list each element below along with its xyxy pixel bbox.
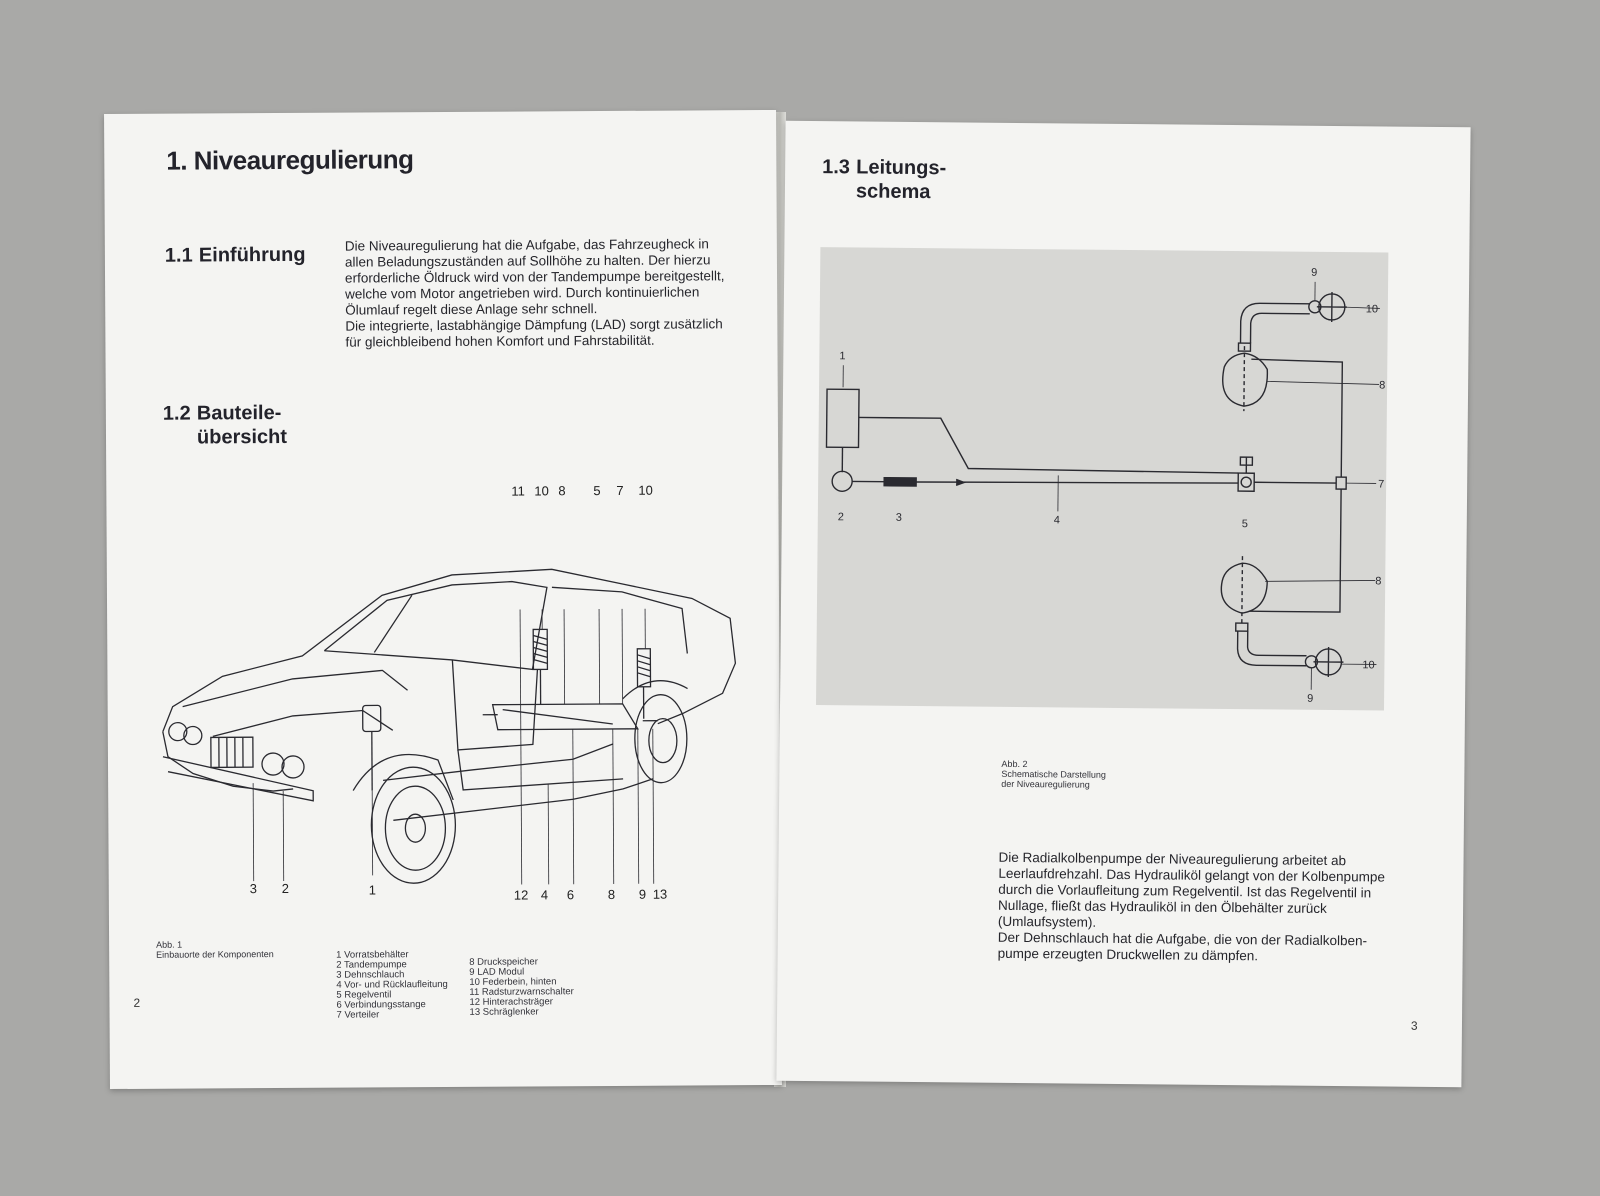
callout-number: 5 xyxy=(593,483,601,499)
body-paragraph: Die Radialkolbenpumpe der Niveauregulier… xyxy=(997,849,1385,930)
schema-label: 9 xyxy=(1307,693,1313,705)
schema-label: 8 xyxy=(1379,379,1385,391)
schema-label: 5 xyxy=(1242,518,1248,530)
section-number: 1.3 xyxy=(822,156,851,179)
car-illustration xyxy=(162,568,737,885)
section-title: Einführung xyxy=(198,243,306,267)
callout-number: 6 xyxy=(566,887,575,903)
figure-caption-text: Einbauorte der Komponenten xyxy=(156,949,274,960)
callout-number: 2 xyxy=(281,880,290,896)
schema-label: 8 xyxy=(1375,575,1381,587)
car-callouts: 11 10 8 5 7 10 3 2 1 12 4 6 8 9 13 xyxy=(104,110,776,903)
schema-label: 2 xyxy=(838,511,844,523)
callout-number: 8 xyxy=(607,886,616,902)
schema-svg: 1 2 3 4 5 7 8 8 9 9 10 10 xyxy=(825,267,1385,705)
schema-label: 4 xyxy=(1054,514,1060,526)
schema-label: 7 xyxy=(1378,478,1384,490)
callout-number: 12 xyxy=(513,887,529,903)
section-title-line2: übersicht xyxy=(196,425,288,449)
figure-caption: Abb. 1 Einbauorte der Komponenten xyxy=(156,939,274,960)
callout-number: 3 xyxy=(249,881,258,897)
page-title: 1. Niveauregulierung xyxy=(166,144,414,176)
section-title-line1: Leitungs- xyxy=(856,156,947,180)
legend-item: 13 Schräglenker xyxy=(469,1006,539,1018)
figure-label: Abb. 1 xyxy=(156,939,183,950)
callout-number: 11 xyxy=(511,483,525,499)
callout-number: 9 xyxy=(638,886,647,902)
intro-paragraph-2: Die integrierte, lastabhängige Dämpfung … xyxy=(345,316,723,350)
schema-label: 9 xyxy=(1311,267,1317,279)
page-number: 3 xyxy=(1410,1018,1418,1033)
callout-number: 13 xyxy=(652,886,668,902)
callout-number: 8 xyxy=(558,483,566,499)
body-text: Die Radialkolbenpumpe der Niveauregulier… xyxy=(998,850,1399,966)
schema-label: 3 xyxy=(896,512,902,524)
section-title-line1: Bauteile- xyxy=(196,401,282,425)
legend-column-right: 8 Druckspeicher 9 LAD Modul 10 Federbein… xyxy=(469,956,574,1018)
callout-number: 10 xyxy=(534,483,549,499)
schema-label: 1 xyxy=(839,350,845,362)
legend-item: 7 Verteiler xyxy=(336,1009,380,1021)
figure-caption: Abb. 2 Schematische Darstellung der Nive… xyxy=(1001,759,1106,790)
figure-caption-line2: der Niveauregulierung xyxy=(1001,778,1090,790)
intro-text: Die Niveauregulierung hat die Aufgabe, d… xyxy=(345,236,741,350)
legend-column-left: 1 Vorratsbehälter 2 Tandempumpe 3 Dehnsc… xyxy=(336,949,448,1021)
callout-number: 7 xyxy=(616,482,624,498)
body-paragraph-2: Der Dehnschlauch hat die Aufgabe, die vo… xyxy=(997,929,1368,964)
section-number: 1.2 xyxy=(162,402,191,425)
intro-paragraph: Die Niveauregulierung hat die Aufgabe, d… xyxy=(344,236,725,318)
callout-number: 1 xyxy=(368,882,377,898)
schema-diagram: 1 2 3 4 5 7 8 8 9 9 10 10 xyxy=(816,247,1389,711)
schema-label: 10 xyxy=(1362,659,1374,671)
section-number: 1.1 xyxy=(164,244,193,267)
schema-label: 10 xyxy=(1366,303,1378,315)
section-title-line2: schema xyxy=(855,180,931,204)
page-number: 2 xyxy=(133,995,141,1010)
callout-number: 10 xyxy=(638,482,653,498)
callout-number: 4 xyxy=(540,887,549,903)
